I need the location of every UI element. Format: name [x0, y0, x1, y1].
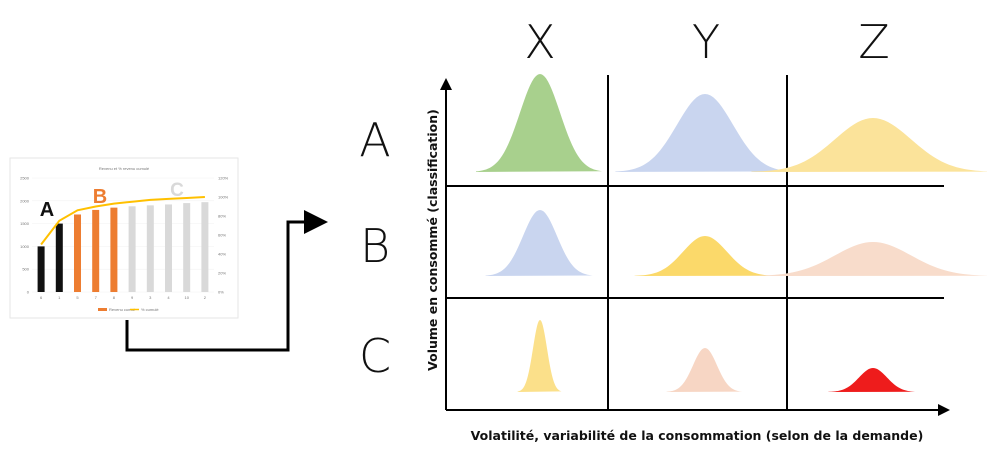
class-label-b: B [93, 186, 107, 208]
x-tick-label: 5 [76, 295, 79, 300]
class-label-a: A [40, 199, 54, 221]
revenue-bar [128, 206, 136, 292]
distribution-curve [615, 94, 792, 172]
legend-label: % cumulé [141, 307, 159, 312]
column-label-z: Z [858, 15, 890, 69]
row-label-c: C [359, 329, 391, 383]
distribution-curve [751, 242, 987, 276]
revenue-bar [74, 214, 81, 292]
distribution-curve [666, 348, 743, 392]
revenue-bar [201, 202, 209, 292]
distribution-curve [476, 74, 602, 172]
matrix-grid [440, 75, 950, 416]
x-tick-label: 10 [184, 295, 189, 300]
class-label-c: C [170, 180, 184, 201]
distribution-curve [634, 236, 774, 276]
y-tick-label: 1500 [20, 221, 30, 226]
y-tick-label: 500 [22, 267, 29, 272]
cumulative-line [40, 196, 205, 246]
y2-tick-label: 120% [218, 176, 229, 181]
mini-chart-frame [9, 157, 239, 319]
distribution-curve [517, 320, 562, 392]
y-tick-label: 2000 [20, 198, 30, 203]
revenue-bar [92, 209, 100, 292]
x-tick-label: 1 [58, 295, 61, 300]
y-tick-label: 1000 [20, 244, 30, 249]
distribution-curve [828, 368, 917, 392]
x-tick-label: 4 [167, 295, 170, 300]
y-tick-label: 2500 [20, 176, 30, 181]
row-label-a: A [359, 113, 390, 167]
distribution-curve [485, 210, 593, 276]
x-axis-label: Volatilité, variabilité de la consommati… [471, 428, 924, 443]
column-label-y: Y [692, 15, 720, 69]
revenue-bar [165, 204, 172, 292]
mini-chart-title: Revenu et % revenu cumulé [99, 166, 150, 171]
column-label-x: X [524, 15, 556, 69]
y2-tick-label: 60% [218, 233, 226, 238]
revenue-bar [146, 205, 154, 292]
y-tick-label: 0 [27, 290, 30, 295]
legend-label: Revenu cumul [109, 307, 135, 312]
legend-swatch-bar [98, 308, 107, 311]
pareto-mini-chart: Revenu et % revenu cumulé 05001000150020… [9, 157, 239, 319]
y2-tick-label: 40% [218, 252, 226, 257]
revenue-bar [110, 207, 118, 292]
x-tick-label: 7 [95, 295, 98, 300]
revenue-bar [183, 203, 191, 292]
x-tick-label: 6 [40, 295, 43, 300]
connector-arrow [125, 210, 328, 352]
x-tick-label: 2 [204, 295, 207, 300]
x-tick-label: 8 [113, 295, 116, 300]
x-tick-label: 3 [149, 295, 152, 300]
y2-tick-label: 20% [218, 271, 226, 276]
y2-tick-label: 80% [218, 214, 226, 219]
revenue-bar [37, 246, 45, 292]
distribution-curve [751, 118, 987, 172]
revenue-bar [55, 223, 63, 292]
y2-tick-label: 0% [218, 290, 224, 295]
x-tick-label: 9 [131, 295, 134, 300]
y-axis-label: Volume en consommé (classification) [425, 109, 440, 371]
row-label-b: B [360, 219, 390, 273]
y2-tick-label: 100% [218, 195, 229, 200]
